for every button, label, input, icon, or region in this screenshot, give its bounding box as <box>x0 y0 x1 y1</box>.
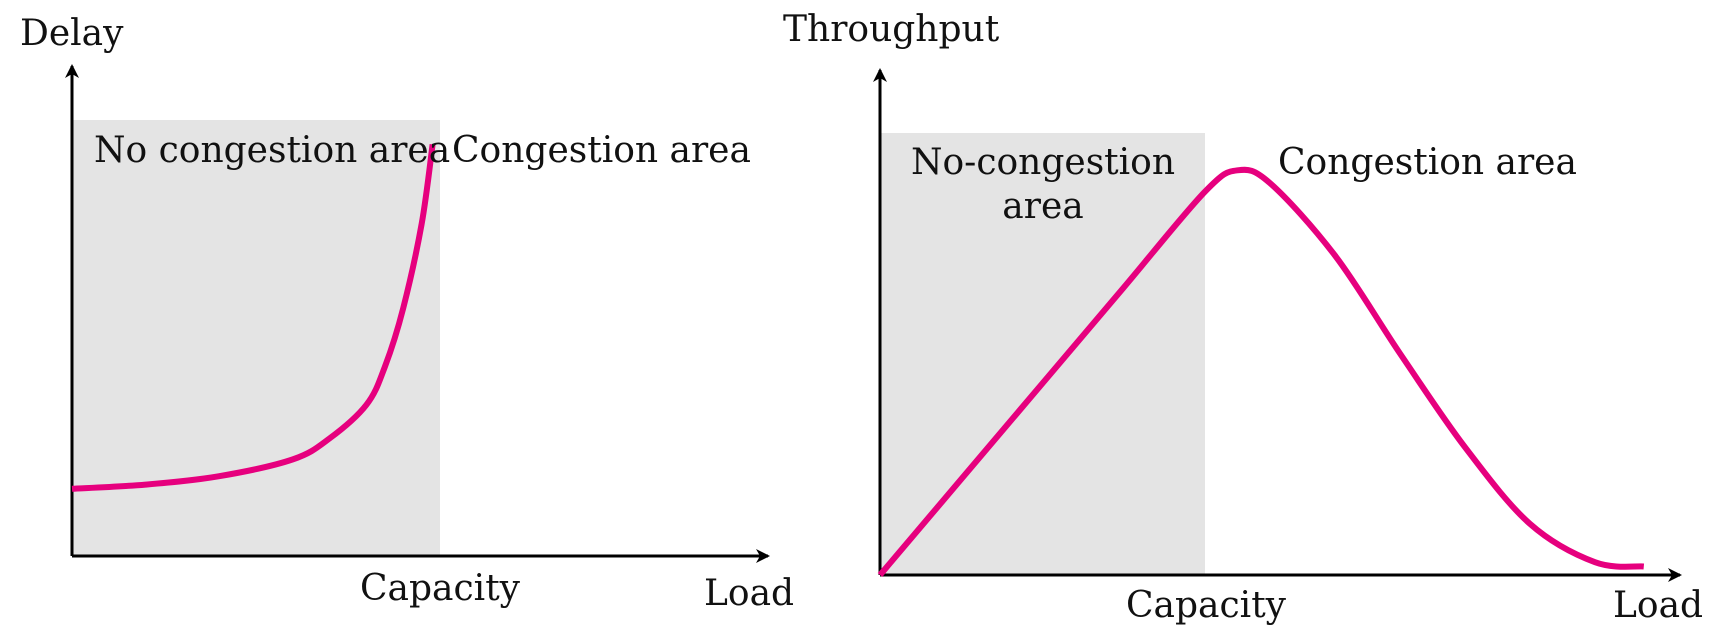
no-congestion-label-line: No-congestion <box>911 142 1175 183</box>
no-congestion-label-line: area <box>1002 186 1083 227</box>
capacity-label: Capacity <box>1126 585 1287 626</box>
no-congestion-label: No congestion area <box>94 130 450 171</box>
capacity-label: Capacity <box>360 568 521 609</box>
throughput-curve <box>877 166 1645 577</box>
congestion-label: Congestion area <box>452 130 751 171</box>
delay-chart: Delay No congestion area Congestion area… <box>20 13 794 614</box>
x-axis-label: Load <box>1613 585 1703 626</box>
y-axis-label: Throughput <box>783 9 1000 50</box>
no-congestion-region <box>72 120 440 556</box>
y-axis-label: Delay <box>20 13 124 54</box>
no-congestion-region <box>880 133 1205 575</box>
congestion-label: Congestion area <box>1278 142 1577 183</box>
x-axis-label: Load <box>704 573 794 614</box>
delay-curve <box>71 143 436 492</box>
